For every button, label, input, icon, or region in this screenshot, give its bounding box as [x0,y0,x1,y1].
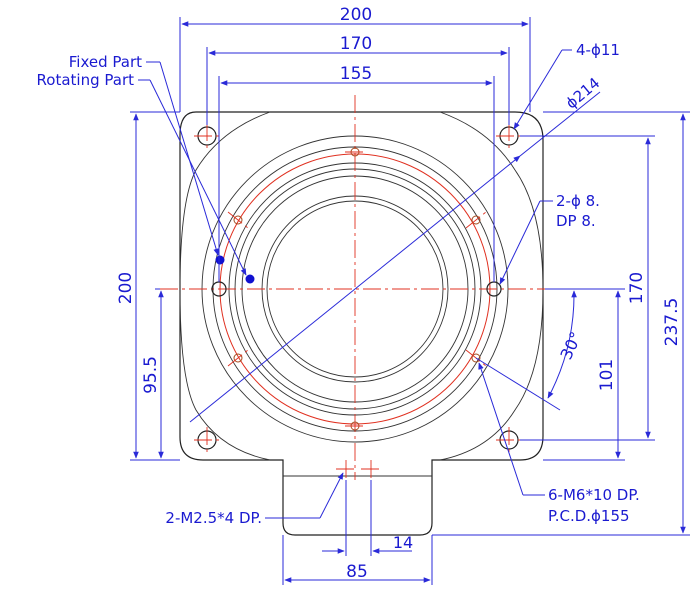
corner-hole-top-right [496,123,522,149]
dim-right-237-5: 237.5 [662,298,682,347]
dim-bottom-14: 14 [393,533,413,552]
center-lines [160,95,545,480]
fixed-part-marker [215,255,225,265]
dim-right-101: 101 [597,359,617,391]
dimension-lines [130,17,690,585]
callout-tapped-holes-line1: 6-M6*10 DP. [548,486,640,504]
callout-pin-holes-line2: DP 8. [556,212,596,230]
housing-outline [179,111,544,536]
dimension-text: 200 170 155 200 95.5 170 237.5 101 30° 8… [37,5,682,582]
rotating-part-marker [245,274,255,284]
dim-right-170: 170 [627,272,647,304]
dim-bottom-85: 85 [346,562,368,582]
label-rotating-part: Rotating Part [37,71,135,89]
corner-hole-bottom-right [496,427,522,453]
dim-top-155: 155 [340,64,372,84]
corner-hole-bottom-left [194,427,220,453]
callout-pin-holes-line1: 2-ϕ 8. [556,192,600,210]
corner-holes [194,123,522,453]
dim-left-200: 200 [116,272,136,304]
dim-top-170: 170 [340,34,372,54]
label-fixed-part: Fixed Part [69,53,142,71]
callout-bottom-tapped: 2-M2.5*4 DP. [165,509,262,527]
callout-tapped-holes-line2: P.C.D.ϕ155 [548,507,630,525]
dim-left-95-5: 95.5 [141,356,161,394]
callout-corner-holes: 4-ϕ11 [576,41,620,59]
corner-hole-top-left [194,123,220,149]
dim-top-200: 200 [340,5,372,25]
dim-angle-30: 30° [556,329,585,363]
callout-diameter-214: ϕ214 [562,74,603,113]
